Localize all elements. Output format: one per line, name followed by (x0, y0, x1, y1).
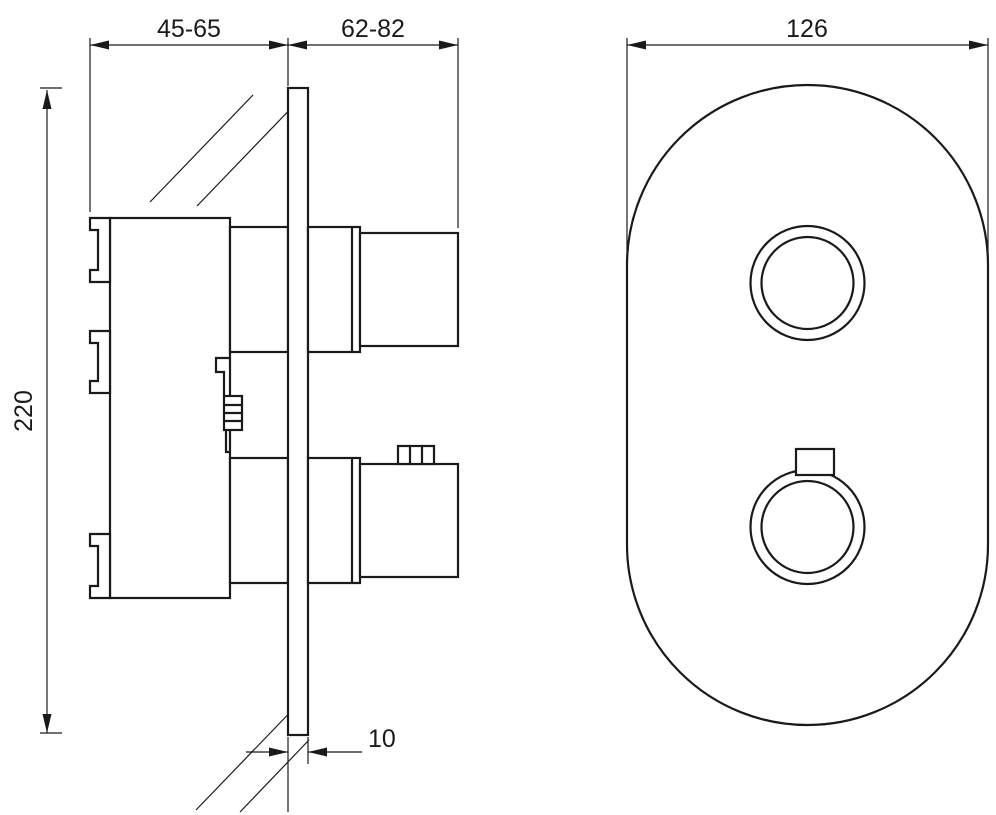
top-handle-assembly (306, 225, 460, 354)
mounting-bracket-middle (88, 329, 112, 395)
wall-plate (286, 86, 310, 737)
safety-button-front (794, 447, 836, 477)
bottom-knob-inner-ring (760, 479, 855, 575)
top-handle (358, 231, 460, 348)
dim-label-faceplate-width: 126 (786, 15, 828, 43)
dimension-handle-protrusion: 62-82 (288, 15, 459, 228)
mid-mechanism (214, 356, 244, 454)
mounting-bracket-top (88, 216, 112, 284)
safety-button-side (396, 444, 436, 466)
dim-label-plate-thickness: 10 (368, 725, 396, 753)
dim-label-body-height: 220 (10, 390, 38, 432)
dimension-body-height: 220 (10, 87, 62, 734)
valve-body (108, 216, 232, 600)
dimension-wall-depth: 45-65 (89, 15, 289, 212)
side-view: 45-65 62-82 220 (10, 15, 460, 813)
dim-label-wall-depth: 45-65 (157, 15, 221, 43)
dimension-faceplate-width: 126 (626, 15, 989, 262)
bottom-handle (358, 462, 460, 579)
front-view: 126 (625, 15, 990, 727)
bottom-valve-connector (228, 456, 290, 585)
faceplate-outline (625, 83, 990, 727)
dim-label-handle-protrusion: 62-82 (341, 15, 405, 43)
top-valve-connector (228, 225, 290, 354)
wall-hatch-lines (149, 94, 310, 813)
mounting-bracket-bottom (88, 532, 112, 600)
bottom-handle-assembly (306, 444, 460, 585)
top-knob-inner-ring (760, 235, 855, 331)
dimension-plate-thickness: 10 (246, 725, 396, 764)
